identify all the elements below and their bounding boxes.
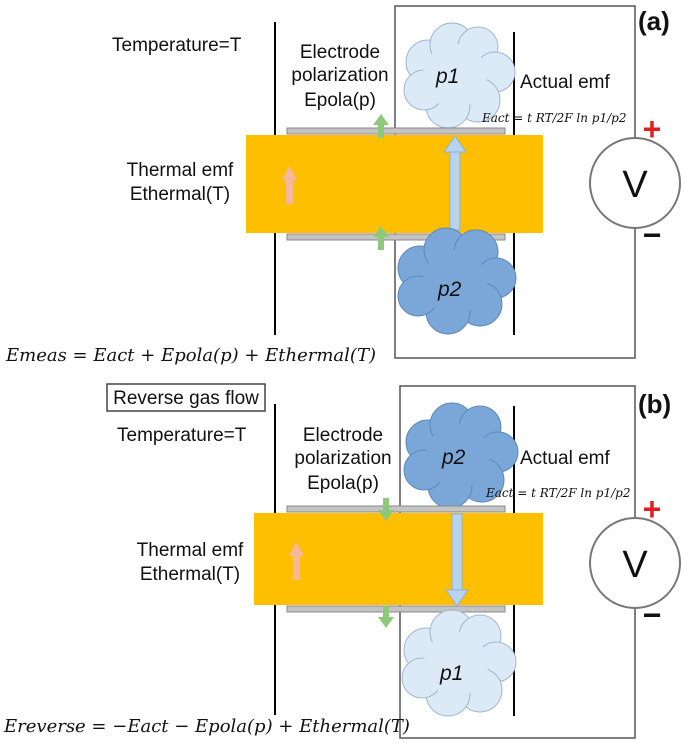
electrode-label-1-a: Electrode [300, 42, 380, 63]
polarization-arrow-top-b [378, 498, 394, 521]
electrode-symbol-a: Epola(p) [304, 90, 376, 111]
top-electrode-b [286, 505, 506, 513]
reverse-gas-flow-label: Reverse gas flow [113, 388, 259, 409]
plus-sign: + [643, 111, 662, 147]
voltmeter-symbol: V [622, 544, 648, 586]
gas-label-bottom-b: p1 [439, 662, 463, 685]
thermal-label-b: Thermal emf [137, 540, 244, 561]
panel-a: V + − p1 [5, 5, 681, 366]
electrode-label-1-b: Electrode [303, 425, 383, 446]
gas-cloud-top-b [403, 402, 519, 509]
thermal-label-a: Thermal emf [127, 160, 234, 181]
polarization-arrow-bottom-b [378, 606, 394, 628]
emf-arrow-b [445, 513, 469, 607]
equation-b: Ereverse = −Eact − Epola(p) + Ethermal(T… [3, 716, 410, 737]
equation-a: Emeas = Eact + Epola(p) + Ethermal(T) [5, 345, 376, 366]
minus-sign: − [643, 597, 662, 633]
voltmeter-symbol: V [622, 164, 648, 206]
thermal-arrow-a [282, 166, 297, 204]
gas-label-top-a: p1 [435, 65, 459, 88]
electrode-label-2-a: polarization [291, 65, 388, 86]
panel-b: Reverse gas flow V + − p2 [3, 383, 681, 739]
gas-cloud-bottom-b [401, 609, 517, 717]
bottom-electrode-a [286, 233, 506, 241]
actual-emf-label-b: Actual emf [520, 448, 610, 469]
panel-tag-a: (a) [638, 6, 670, 36]
top-electrode-a [286, 127, 506, 135]
electrolyte-b [254, 513, 543, 605]
gas-label-top-b: p2 [441, 446, 466, 469]
gas-cloud-bottom-a [397, 227, 517, 335]
electrode-symbol-b: Epola(p) [307, 473, 379, 494]
polarization-arrow-bottom-a [373, 226, 389, 250]
minus-sign: − [643, 217, 662, 253]
thermal-symbol-b: Ethermal(T) [140, 564, 240, 585]
electrolyte-a [246, 135, 543, 233]
temperature-label-b: Temperature=T [117, 425, 247, 446]
plus-sign: + [643, 491, 662, 527]
polarization-arrow-top-a [373, 114, 389, 138]
actual-emf-formula-a: Eact = t RT/2F ln p1/p2 [481, 111, 626, 125]
thermal-arrow-b [289, 542, 304, 580]
gas-label-bottom-a: p2 [437, 278, 462, 301]
electrode-label-2-b: polarization [294, 448, 391, 469]
panel-tag-b: (b) [638, 389, 671, 419]
thermal-symbol-a: Ethermal(T) [130, 184, 230, 205]
gas-cloud-top-a [403, 22, 516, 129]
actual-emf-formula-b: Eact = t RT/2F ln p1/p2 [485, 486, 630, 500]
voltmeter-a [589, 137, 681, 229]
temperature-label-a: Temperature=T [112, 35, 242, 56]
reverse-gas-flow-box [106, 383, 266, 412]
voltmeter-b [589, 517, 681, 609]
bottom-electrode-b [286, 605, 506, 613]
actual-emf-label-a: Actual emf [520, 72, 610, 93]
